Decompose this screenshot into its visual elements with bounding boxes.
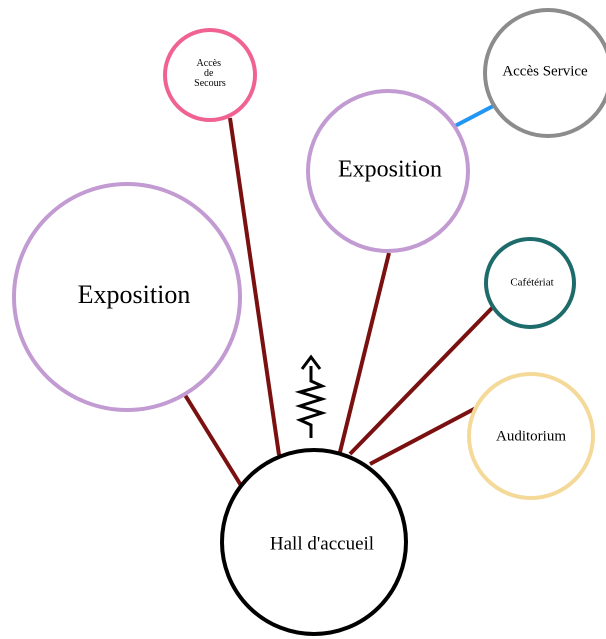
node-cafeteria-label: Cafétériat [510, 277, 553, 289]
acces-secours-line-1: Accès [197, 58, 222, 69]
node-exposition-top-circle [306, 89, 470, 253]
node-auditorium: Auditorium [467, 372, 595, 500]
edge-hall-acces-secours [228, 117, 281, 456]
node-exposition-top-label: Exposition [338, 157, 442, 183]
node-cafeteria: Cafétériat [484, 237, 576, 329]
edge-hall-auditorium [369, 406, 477, 466]
node-acces-service-label: Accès Service [502, 63, 588, 79]
acces-secours-line-2: de [204, 68, 214, 79]
node-hall-circle [220, 448, 408, 636]
nodes: Exposition Accès de Secours Exposition A… [12, 8, 606, 636]
node-hall-label: Hall d'accueil [270, 533, 374, 554]
node-exposition-left-label: Exposition [78, 280, 191, 309]
edge-exposition-acces-service [454, 102, 498, 128]
node-exposition-left-circle [12, 182, 242, 412]
acces-secours-line-3: Secours [194, 78, 226, 89]
edge-hall-exposition-top [338, 252, 391, 453]
node-acces-service: Accès Service [483, 8, 606, 138]
node-acces-service-circle [483, 8, 606, 138]
node-acces-secours-label: Accès de Secours [194, 58, 226, 89]
entrance-zigzag [294, 366, 327, 438]
node-cafeteria-circle [484, 237, 576, 329]
edges [183, 102, 498, 489]
node-exposition-top: Exposition [306, 89, 470, 253]
entrance-arrow-icon [294, 354, 327, 438]
node-hall: Hall d'accueil [220, 448, 408, 636]
edge-hall-exposition-left [183, 393, 244, 489]
node-exposition-left: Exposition [12, 182, 242, 412]
node-acces-secours-circle [163, 28, 257, 122]
node-auditorium-label: Auditorium [496, 428, 566, 444]
entrance-arrowhead [300, 354, 322, 370]
node-acces-secours: Accès de Secours [163, 28, 257, 122]
node-auditorium-circle [467, 372, 595, 500]
edge-hall-cafeteria [348, 305, 495, 456]
